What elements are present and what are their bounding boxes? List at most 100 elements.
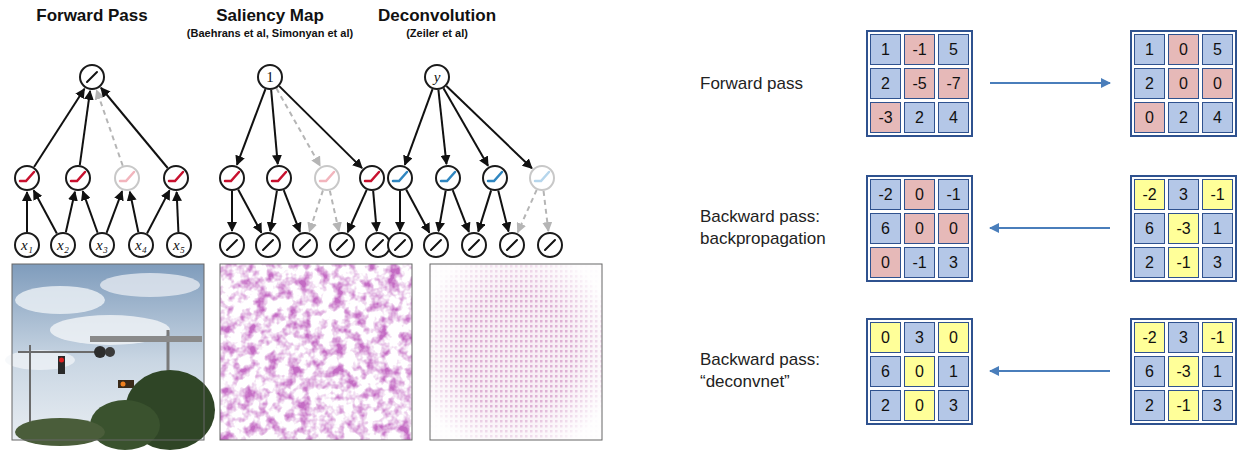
neuron <box>360 166 384 190</box>
matrix-cell: 5 <box>1202 34 1233 65</box>
neuron-node: x₁ <box>14 232 40 258</box>
neuron-node: x₃ <box>89 232 115 258</box>
matrix-cell: -3 <box>1168 213 1199 244</box>
node-label: y <box>434 70 441 85</box>
network-link <box>544 191 549 231</box>
node-label: x₂ <box>57 238 69 253</box>
neuron <box>80 65 104 89</box>
matrix-cell: 0 <box>1168 68 1199 99</box>
neuron <box>293 233 317 257</box>
matrix-cell: 3 <box>1168 179 1199 210</box>
saliency-image <box>220 264 412 440</box>
neuron <box>164 166 188 190</box>
network-link <box>498 191 508 232</box>
signal-head <box>94 346 106 358</box>
matrix-cell: 3 <box>938 247 969 278</box>
matrix-grid: 105200024 <box>1130 30 1237 137</box>
neuron <box>366 233 390 257</box>
network-link <box>107 191 123 233</box>
network-link <box>130 192 138 233</box>
network-link <box>83 191 98 233</box>
network-link <box>443 88 488 166</box>
linear-symbol <box>545 240 555 250</box>
neuron <box>315 166 339 190</box>
citation: (Zeiler et al) <box>406 27 468 39</box>
traffic-light <box>118 380 134 388</box>
node-label: x₃ <box>96 238 108 253</box>
linear-symbol <box>263 240 273 250</box>
matrix-cell: 2 <box>904 102 935 133</box>
matrix-cell: 0 <box>904 179 935 210</box>
network-link <box>270 191 277 231</box>
red-light <box>59 358 64 363</box>
network-link <box>231 191 233 231</box>
network-link <box>177 192 179 232</box>
neuron <box>220 233 244 257</box>
network-link <box>237 89 265 165</box>
network-link <box>478 190 491 231</box>
deconv-image <box>430 264 602 440</box>
network-link <box>284 190 300 232</box>
neuron-node: y <box>424 64 450 90</box>
matrix-cell: 0 <box>870 247 901 278</box>
network-link <box>438 191 445 231</box>
network-link <box>399 191 401 231</box>
matrix-cell: -2 <box>870 179 901 210</box>
traffic-light <box>58 356 65 374</box>
panel-title: Deconvolution <box>378 6 496 26</box>
neuron <box>267 166 291 190</box>
row-label: Backward pass: “deconvnet” <box>700 349 858 393</box>
panel-title: Forward Pass <box>36 6 148 26</box>
matrix-cell: 2 <box>1168 102 1199 133</box>
relu-symbol <box>272 172 286 181</box>
deconv-pattern <box>430 264 602 440</box>
flow-arrow <box>990 227 1110 229</box>
network-link <box>66 192 75 233</box>
network-link <box>101 88 168 168</box>
matrix-cell: 3 <box>938 390 969 421</box>
deconv-frame <box>430 264 602 440</box>
matrix-grid: 030601203 <box>866 318 973 425</box>
matrix-cell: 0 <box>904 390 935 421</box>
matrix-cell: -1 <box>1168 247 1199 278</box>
neuron <box>388 233 412 257</box>
matrix-cell: 1 <box>1202 356 1233 387</box>
network-link <box>34 89 84 167</box>
network-drawing <box>15 65 562 257</box>
tree <box>90 400 160 450</box>
matrix-cell: 6 <box>1134 356 1165 387</box>
neuron <box>483 166 507 190</box>
matrix-cell: 0 <box>1202 68 1233 99</box>
matrix-cell: -2 <box>1134 179 1165 210</box>
linear-symbol <box>87 72 97 82</box>
matrix-cell: 2 <box>1134 68 1165 99</box>
bushes <box>15 418 105 446</box>
network-link <box>26 192 28 232</box>
neuron <box>436 166 460 190</box>
network-link <box>373 191 377 231</box>
saliency-frame <box>220 264 412 440</box>
cloud <box>15 286 105 314</box>
relu-symbol <box>365 172 379 181</box>
matrix-cell: 2 <box>870 390 901 421</box>
matrix-cell: -3 <box>1168 356 1199 387</box>
linear-symbol <box>469 240 479 250</box>
neuron <box>530 166 554 190</box>
matrix-grid: -23-16-312-13 <box>1130 175 1237 282</box>
saliency-noise <box>220 264 412 440</box>
matrix-cell: -1 <box>1168 390 1199 421</box>
row-label: Backward pass: backpropagation <box>700 206 858 250</box>
network-link <box>438 90 446 164</box>
neuron <box>220 166 244 190</box>
signal-head <box>105 347 115 357</box>
neuron <box>66 166 90 190</box>
relu-symbol <box>225 172 239 181</box>
network-link <box>309 190 323 231</box>
row-label: Forward pass <box>700 73 858 95</box>
panel-title: Saliency Map <box>216 6 324 26</box>
matrix-cell: 2 <box>870 68 901 99</box>
matrix-cell: 1 <box>1134 34 1165 65</box>
matrix-grid: -20-16000-13 <box>866 175 973 282</box>
node-label: 1 <box>266 70 274 85</box>
